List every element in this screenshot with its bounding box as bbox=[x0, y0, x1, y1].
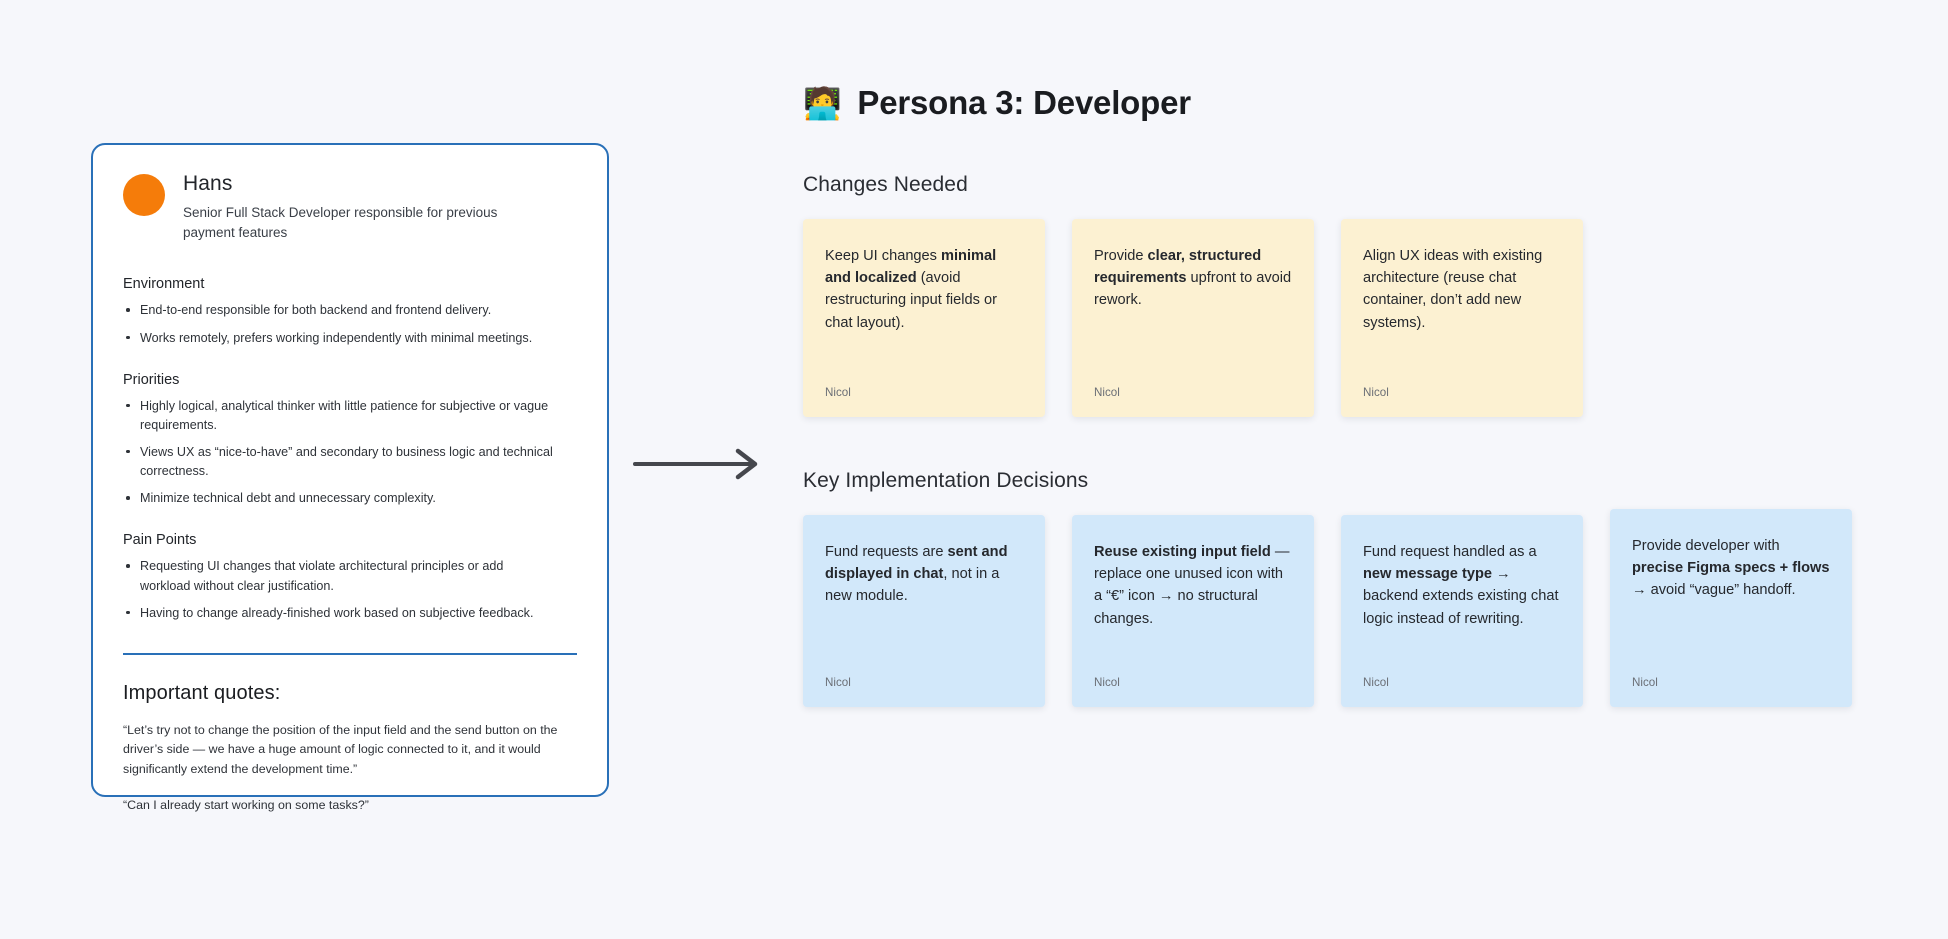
changes-needed-card-row: Keep UI changes minimal and localized (a… bbox=[803, 219, 1903, 417]
sticky-note-text: Fund requests are sent and displayed in … bbox=[825, 544, 1008, 605]
sticky-note-text: Keep UI changes minimal and localized (a… bbox=[825, 248, 997, 331]
key-decisions-heading: Key Implementation Decisions bbox=[803, 469, 1089, 492]
persona-header: Hans Senior Full Stack Developer respons… bbox=[123, 171, 577, 242]
key-decisions-card-row: Fund requests are sent and displayed in … bbox=[803, 509, 1903, 707]
sticky-note-text: Provide clear, structured requirements u… bbox=[1094, 248, 1292, 309]
sticky-note-card[interactable]: Keep UI changes minimal and localized (a… bbox=[803, 219, 1045, 417]
persona-role: Senior Full Stack Developer responsible … bbox=[183, 205, 498, 240]
list-item: Works remotely, prefers working independ… bbox=[123, 329, 553, 348]
quote-text: “Let’s try not to change the position of… bbox=[123, 722, 558, 776]
sticky-note-text: Align UX ideas with existing architectur… bbox=[1363, 248, 1543, 331]
sticky-note-text: Provide developer with precise Figma spe… bbox=[1632, 538, 1830, 599]
sticky-note-author: Nicol bbox=[825, 676, 851, 689]
page-title: 🧑‍💻 Persona 3: Developer bbox=[803, 78, 1903, 128]
section-priorities: Priorities Highly logical, analytical th… bbox=[123, 372, 577, 509]
bullet-list: Highly logical, analytical thinker with … bbox=[123, 397, 577, 509]
avatar bbox=[123, 174, 165, 216]
flow-arrow-right bbox=[633, 447, 761, 481]
sticky-note-card[interactable]: Reuse existing input field — replace one… bbox=[1072, 515, 1314, 707]
persona-name: Hans bbox=[183, 172, 233, 195]
persona-detail-panel: 🧑‍💻 Persona 3: Developer Changes Needed … bbox=[803, 78, 1903, 707]
bullet-list: End-to-end responsible for both backend … bbox=[123, 301, 577, 347]
changes-needed-heading: Changes Needed bbox=[803, 173, 968, 196]
sticky-note-card[interactable]: Provide developer with precise Figma spe… bbox=[1610, 509, 1852, 707]
list-item: Having to change already-finished work b… bbox=[123, 604, 553, 623]
sticky-note-author: Nicol bbox=[825, 386, 851, 399]
section-pain-points: Pain Points Requesting UI changes that v… bbox=[123, 532, 577, 622]
section-title: Pain Points bbox=[123, 532, 197, 549]
persona-card: Hans Senior Full Stack Developer respons… bbox=[91, 143, 609, 812]
sticky-note-author: Nicol bbox=[1363, 386, 1389, 399]
section-environment: Environment End-to-end responsible for b… bbox=[123, 276, 577, 347]
list-item: Minimize technical debt and unnecessary … bbox=[123, 489, 553, 508]
sticky-note-card[interactable]: Align UX ideas with existing architectur… bbox=[1341, 219, 1583, 417]
section-title: Priorities bbox=[123, 371, 180, 388]
technologist-emoji-icon: 🧑‍💻 bbox=[803, 85, 842, 121]
sticky-note-text: Reuse existing input field — replace one… bbox=[1094, 544, 1290, 627]
important-quotes-title: Important quotes: bbox=[123, 681, 281, 704]
quote-text: “Can I already start working on some tas… bbox=[123, 797, 369, 812]
list-item: Views UX as “nice-to-have” and secondary… bbox=[123, 443, 553, 481]
divider bbox=[123, 652, 577, 655]
sticky-note-author: Nicol bbox=[1632, 676, 1658, 689]
sticky-note-text: Fund request handled as a new message ty… bbox=[1363, 544, 1559, 627]
sticky-note-card[interactable]: Fund request handled as a new message ty… bbox=[1341, 515, 1583, 707]
sticky-note-author: Nicol bbox=[1094, 676, 1120, 689]
bullet-list: Requesting UI changes that violate archi… bbox=[123, 557, 577, 622]
list-item: End-to-end responsible for both backend … bbox=[123, 301, 553, 320]
section-title: Environment bbox=[123, 276, 205, 293]
sticky-note-card[interactable]: Provide clear, structured requirements u… bbox=[1072, 219, 1314, 417]
sticky-note-author: Nicol bbox=[1094, 386, 1120, 399]
page-title-text: Persona 3: Developer bbox=[857, 84, 1191, 121]
sticky-note-card[interactable]: Fund requests are sent and displayed in … bbox=[803, 515, 1045, 707]
sticky-note-author: Nicol bbox=[1363, 676, 1389, 689]
list-item: Highly logical, analytical thinker with … bbox=[123, 397, 553, 435]
persona-identity: Hans Senior Full Stack Developer respons… bbox=[183, 171, 513, 242]
list-item: Requesting UI changes that violate archi… bbox=[123, 557, 553, 595]
